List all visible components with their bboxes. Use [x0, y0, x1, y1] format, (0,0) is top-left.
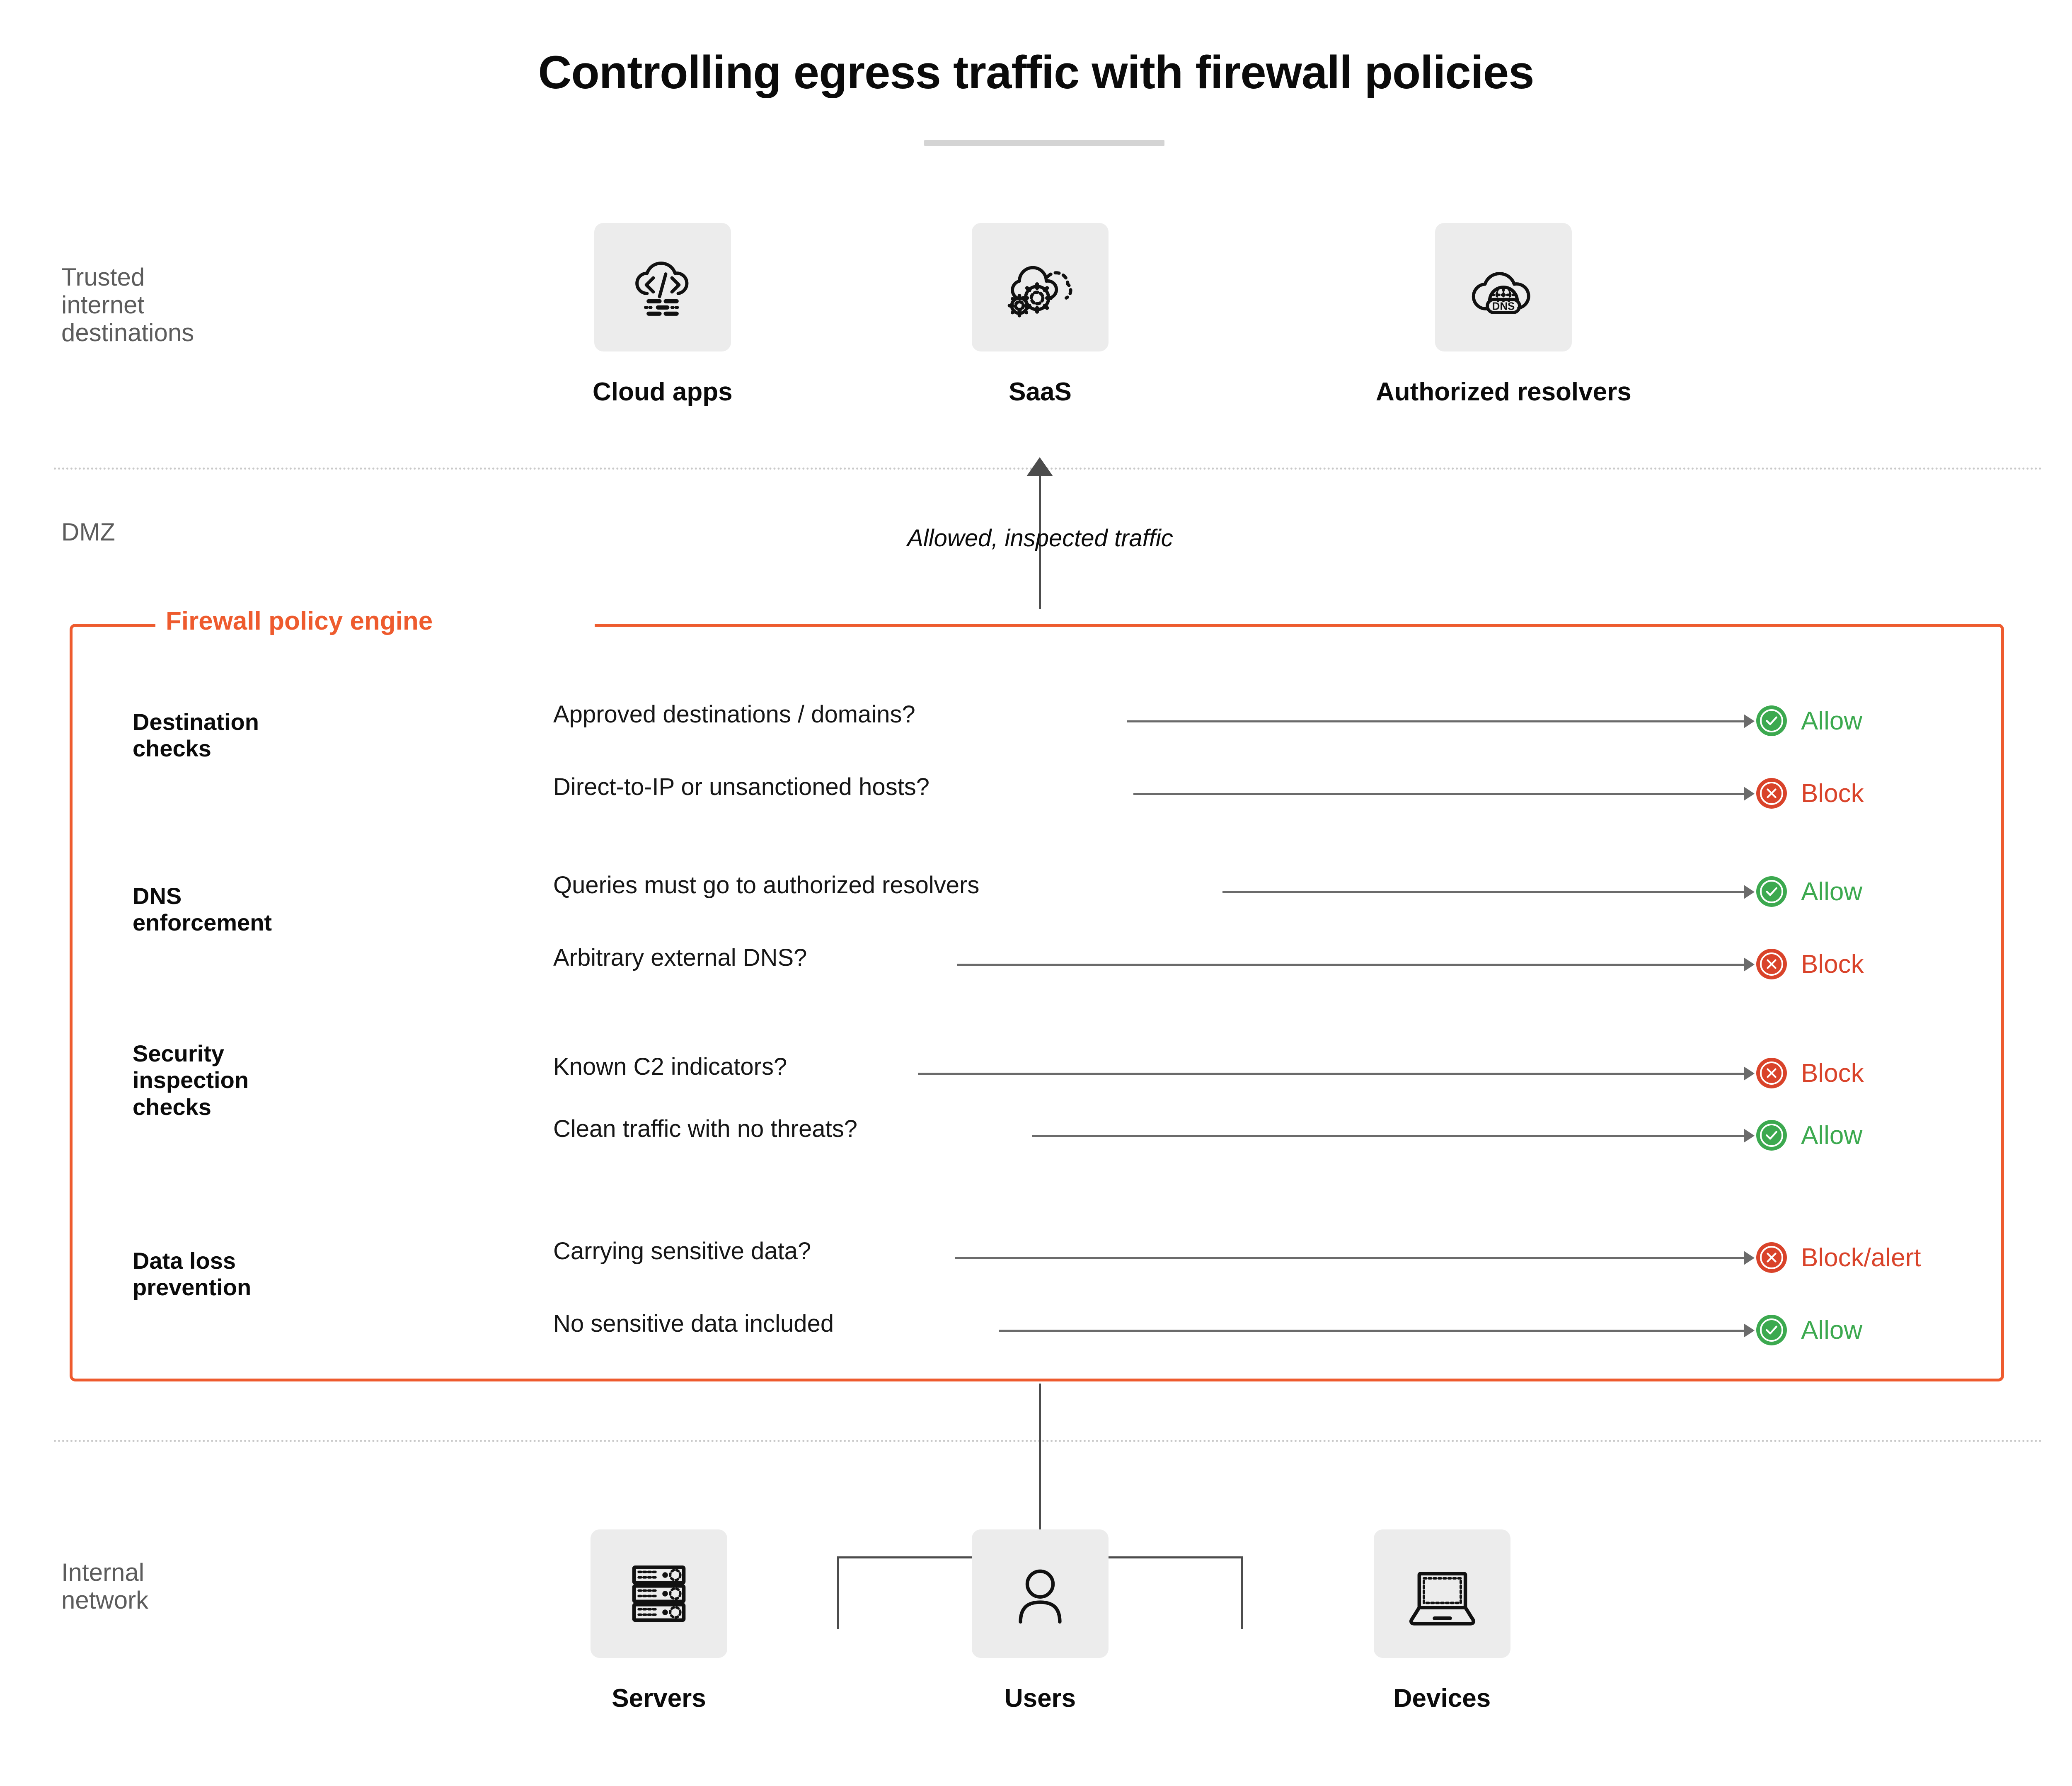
node-cloud-apps[interactable]: Cloud apps: [593, 223, 733, 407]
authorized-resolvers-tile: DNS: [1435, 223, 1572, 351]
egress-flow-line: [1039, 464, 1041, 609]
cloud-dns-icon: DNS: [1462, 250, 1545, 325]
block-x-icon: [1756, 778, 1787, 809]
firewall-label-backdrop: [155, 608, 595, 639]
policy-rule-connector: [1133, 793, 1745, 795]
cloud-gears-icon: [999, 250, 1082, 325]
policy-verdict: Allow: [1756, 876, 1862, 907]
policy-rule-connector: [1222, 891, 1745, 893]
internal-fan-branch-right: [1241, 1556, 1243, 1629]
node-saas[interactable]: SaaS: [972, 223, 1109, 407]
allow-check-icon: [1756, 1120, 1787, 1151]
allow-check-icon: [1756, 705, 1787, 736]
node-authorized-resolvers[interactable]: DNS Authorized resolvers: [1376, 223, 1631, 407]
node-label: Devices: [1393, 1684, 1491, 1713]
policy-rule-text: Carrying sensitive data?: [553, 1238, 811, 1265]
policy-verdict: Block: [1756, 778, 1864, 809]
internal-trunk-line: [1039, 1384, 1041, 1558]
firewall-policy-engine-box: [70, 624, 2004, 1381]
verdict-label: Allow: [1801, 877, 1863, 906]
policy-rule-connector: [999, 1330, 1745, 1332]
users-tile: [972, 1529, 1109, 1658]
egress-flow-arrowhead: [1026, 457, 1053, 476]
policy-rule-arrowhead: [1744, 1251, 1755, 1265]
policy-rule-text: Approved destinations / domains?: [553, 701, 915, 728]
laptop-icon: [1402, 1557, 1483, 1631]
policy-rule-arrowhead: [1744, 714, 1755, 728]
policy-rule-text: No sensitive data included: [553, 1310, 834, 1337]
policy-rule-arrowhead: [1744, 1066, 1755, 1081]
allow-check-icon: [1756, 1315, 1787, 1345]
allow-check-icon: [1756, 876, 1787, 907]
policy-rule-arrowhead: [1744, 787, 1755, 801]
policy-verdict: Block/alert: [1756, 1242, 1921, 1273]
page-title: Controlling egress traffic with firewall…: [538, 46, 1534, 98]
policy-rule-connector: [1032, 1135, 1745, 1137]
policy-rule-connector: [918, 1073, 1745, 1075]
zone-separator-bottom: [54, 1440, 2043, 1442]
title-divider: [924, 140, 1164, 146]
policy-verdict: Allow: [1756, 1120, 1862, 1151]
policy-verdict: Block: [1756, 1058, 1864, 1088]
verdict-label: Allow: [1801, 1121, 1863, 1150]
policy-rule-connector: [1127, 720, 1745, 722]
user-icon: [1003, 1558, 1077, 1630]
internal-fan-branch-left: [837, 1556, 839, 1629]
node-label: Users: [1004, 1684, 1076, 1713]
node-label: Authorized resolvers: [1376, 378, 1631, 406]
block-x-icon: [1756, 1058, 1787, 1088]
policy-verdict: Allow: [1756, 705, 1862, 736]
verdict-label: Block: [1801, 779, 1864, 808]
policy-rule-arrowhead: [1744, 1129, 1755, 1143]
policy-rule-connector: [957, 964, 1745, 966]
policy-rule-arrowhead: [1744, 1323, 1755, 1338]
zone-label-dmz: DMZ: [61, 518, 115, 546]
policy-rule-connector: [955, 1257, 1745, 1259]
node-users[interactable]: Users: [972, 1529, 1109, 1713]
verdict-label: Block: [1801, 1059, 1864, 1088]
policy-rule-arrowhead: [1744, 885, 1755, 899]
allowed-traffic-caption: Allowed, inspected traffic: [907, 525, 1173, 552]
verdict-label: Allow: [1801, 1316, 1863, 1345]
server-rack-icon: [620, 1556, 698, 1631]
node-label: SaaS: [1009, 378, 1072, 406]
svg-text:DNS: DNS: [1492, 301, 1515, 313]
devices-tile: [1374, 1529, 1510, 1658]
block-x-icon: [1756, 949, 1787, 979]
node-label: Servers: [612, 1684, 706, 1713]
policy-rule-arrowhead: [1744, 957, 1755, 972]
firewall-policy-engine-label: Firewall policy engine: [166, 607, 433, 635]
cloud-apps-tile: [594, 223, 731, 351]
block-x-icon: [1756, 1242, 1787, 1273]
verdict-label: Block: [1801, 950, 1864, 979]
verdict-label: Allow: [1801, 706, 1863, 735]
verdict-label: Block/alert: [1801, 1243, 1921, 1272]
policy-rule-text: Clean traffic with no threats?: [553, 1115, 857, 1142]
node-servers[interactable]: Servers: [591, 1529, 727, 1713]
policy-verdict: Block: [1756, 949, 1864, 979]
saas-tile: [972, 223, 1109, 351]
servers-tile: [591, 1529, 727, 1658]
policy-rule-text: Arbitrary external DNS?: [553, 944, 807, 971]
policy-verdict: Allow: [1756, 1315, 1862, 1345]
node-devices[interactable]: Devices: [1374, 1529, 1510, 1713]
policy-rule-text: Known C2 indicators?: [553, 1053, 787, 1080]
node-label: Cloud apps: [593, 378, 733, 406]
policy-rule-text: Queries must go to authorized resolvers: [553, 872, 980, 899]
cloud-code-icon: [623, 250, 702, 325]
policy-rule-text: Direct-to-IP or unsanctioned hosts?: [553, 773, 930, 800]
